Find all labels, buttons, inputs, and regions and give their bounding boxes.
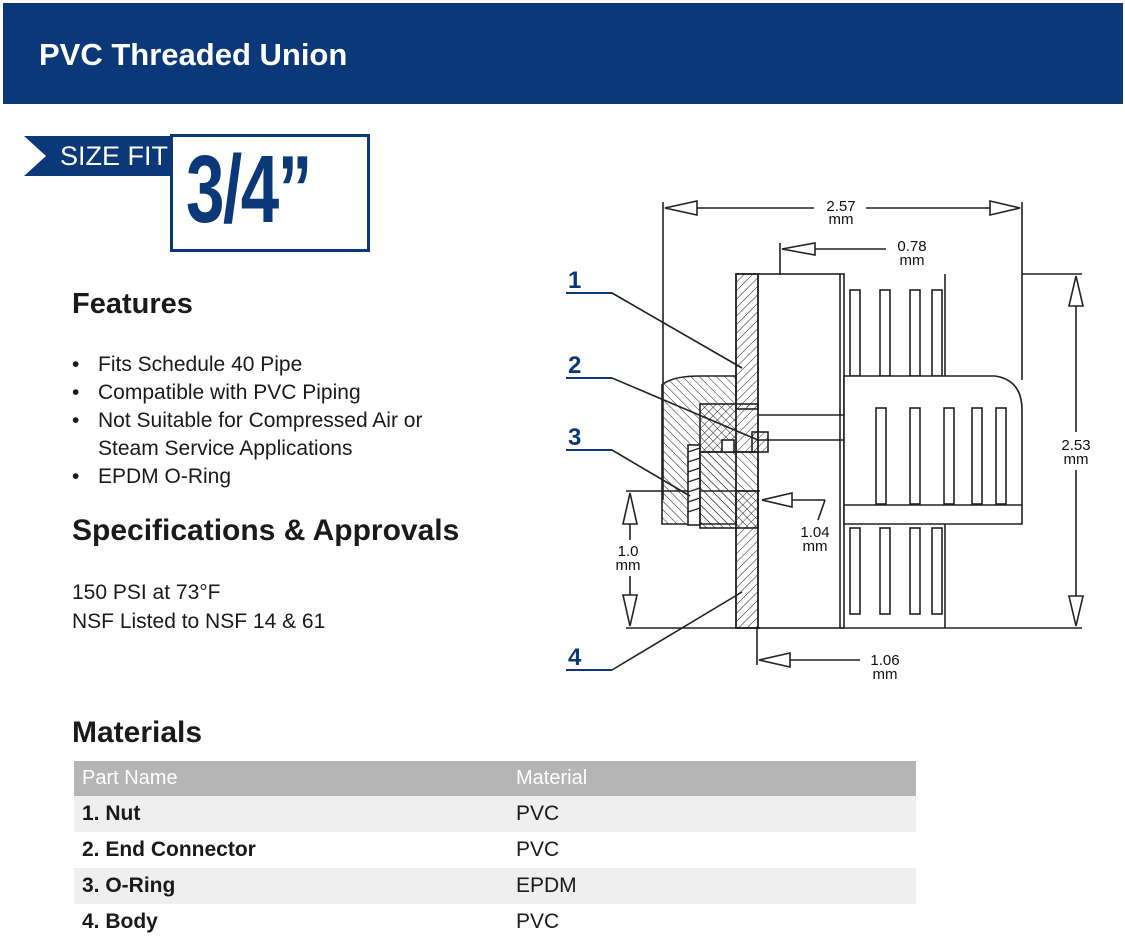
feature-text: Compatible with PVC Piping	[98, 381, 361, 404]
callout-number: 2	[568, 352, 581, 379]
page-title: PVC Threaded Union	[39, 37, 348, 72]
table-row: 4. Body PVC	[74, 904, 916, 940]
part-name-cell: 2. End Connector	[74, 832, 508, 868]
bullet-icon: •	[72, 353, 80, 376]
specs-heading: Specifications & Approvals	[72, 514, 460, 547]
dim-value: 1.04	[800, 524, 829, 541]
table-row: 2. End Connector PVC	[74, 832, 916, 868]
callout-number: 3	[568, 424, 581, 451]
materials-heading: Materials	[72, 716, 203, 749]
material-cell: PVC	[508, 904, 916, 940]
dim-value: 2.53	[1061, 437, 1090, 454]
callout-number: 4	[568, 644, 582, 671]
specs-text: 150 PSI at 73°F NSF Listed to NSF 14 & 6…	[72, 578, 325, 636]
feature-item: • EPDM O-Ring	[72, 463, 422, 491]
header-banner: PVC Threaded Union	[3, 3, 1123, 104]
materials-table: Part Name Material 1. Nut PVC 2. End Con…	[74, 761, 916, 940]
dim-value: 0.78	[897, 238, 926, 255]
bullet-icon: •	[72, 409, 80, 432]
dim-unit: mm	[873, 666, 898, 683]
dim-unit: mm	[803, 538, 828, 555]
size-value: 3/4”	[186, 136, 312, 243]
callout-number: 1	[568, 267, 581, 294]
dim-value: 1.06	[870, 652, 899, 669]
feature-text: Steam Service Applications	[98, 437, 353, 460]
table-row: 1. Nut PVC	[74, 796, 916, 832]
features-list: • Fits Schedule 40 Pipe • Compatible with …	[72, 351, 422, 491]
table-row: 3. O-Ring EPDM	[74, 868, 916, 904]
dim-unit: mm	[900, 252, 925, 269]
feature-text: Not Suitable for Compressed Air or	[98, 409, 423, 432]
spec-line: 150 PSI at 73°F	[72, 581, 221, 604]
feature-item: • Not Suitable for Compressed Air or	[72, 407, 422, 435]
dim-value: 2.57	[826, 198, 855, 215]
column-header: Part Name	[74, 761, 508, 796]
part-name-cell: 1. Nut	[74, 796, 508, 832]
dim-unit: mm	[829, 211, 854, 228]
feature-item-continued: Steam Service Applications	[72, 435, 422, 463]
dim-unit: mm	[1064, 451, 1089, 468]
part-name-cell: 4. Body	[74, 904, 508, 940]
bullet-icon: •	[72, 381, 80, 404]
feature-item: • Fits Schedule 40 Pipe	[72, 351, 422, 379]
size-value-box	[170, 134, 370, 252]
dim-unit: mm	[616, 557, 641, 574]
feature-text: EPDM O-Ring	[98, 465, 232, 488]
table-header-row: Part Name Material	[74, 761, 916, 796]
ribbon-notch	[24, 136, 46, 176]
material-cell: EPDM	[508, 868, 916, 904]
feature-text: Fits Schedule 40 Pipe	[98, 353, 303, 376]
bullet-icon: •	[72, 465, 80, 488]
size-fit-label: SIZE FIT	[60, 141, 168, 171]
material-cell: PVC	[508, 832, 916, 868]
size-fit-ribbon	[24, 136, 194, 176]
material-cell: PVC	[508, 796, 916, 832]
part-name-cell: 3. O-Ring	[74, 868, 508, 904]
union-cross-section-diagram: 1 2 3 4 2.57 mm 0.78 mm 2.53 mm 1.0 mm 1…	[566, 198, 1091, 683]
dim-value: 1.0	[618, 543, 639, 560]
spec-line: NSF Listed to NSF 14 & 61	[72, 610, 326, 633]
column-header: Material	[508, 761, 916, 796]
feature-item: • Compatible with PVC Piping	[72, 379, 422, 407]
features-heading: Features	[72, 288, 193, 320]
